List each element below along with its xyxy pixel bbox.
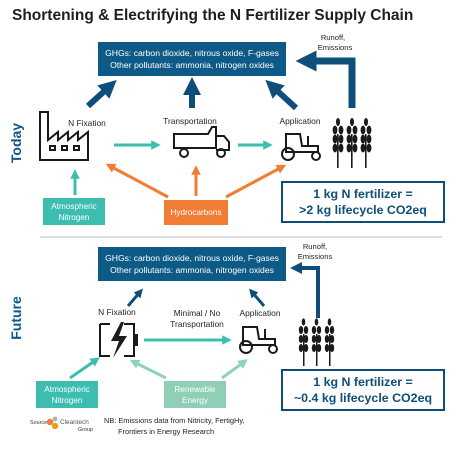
label-application-future: Application [240, 308, 281, 318]
arrow-atmospheric-to-nfix-future [69, 357, 100, 380]
arrow-runoff-to-ghg [295, 50, 356, 108]
arrow-runoff-to-ghg-future [290, 262, 320, 318]
ghg-box-future [98, 247, 286, 281]
label-application-today: Application [280, 116, 321, 126]
note-line2: Frontiers in Energy Research [118, 427, 214, 436]
page-title: Shortening & Electrifying the N Fertiliz… [12, 7, 413, 24]
section-label-future: Future [8, 296, 24, 340]
cleantech-logo-icon [46, 416, 59, 430]
battery-lightning-icon [99, 322, 138, 358]
hydrocarbons-label: Hydrocarbons [171, 208, 222, 217]
label-n-fixation-today: N Fixation [68, 118, 106, 128]
label-n-fixation-future: N Fixation [98, 307, 136, 317]
label-transport-future-2: Transportation [170, 319, 224, 329]
arrow-hydrocarbons-to-nfix [105, 163, 169, 199]
section-label-today: Today [8, 123, 24, 163]
factory-icon [39, 111, 89, 161]
result-box-future [281, 369, 445, 411]
logo-sub: Group [78, 427, 93, 433]
renewable-line1: Renewable [175, 385, 216, 394]
arrow-renewable-to-nfix [129, 359, 167, 380]
ghg-line2-future: Other pollutants: ammonia, nitrogen oxid… [110, 265, 274, 275]
atmospheric-line2-today: Nitrogen [59, 213, 90, 222]
runoff-label-future-1: Runoff, [303, 242, 327, 251]
ghg-line1-future: GHGs: carbon dioxide, nitrous oxide, F-g… [105, 253, 279, 263]
ghg-line2-today: Other pollutants: ammonia, nitrogen oxid… [110, 60, 274, 70]
logo-name: Cleantech [60, 419, 89, 426]
arrow-hydrocarbons-to-application [225, 164, 287, 199]
arrow-application-to-ghg-future [249, 288, 266, 307]
runoff-label-today-2: Emissions [318, 43, 353, 52]
runoff-label-future-2: Emissions [298, 252, 333, 261]
result-line1-future: 1 kg N fertilizer = [313, 375, 413, 389]
atmospheric-nitrogen-chip-future [36, 381, 98, 408]
result-line1-today: 1 kg N fertilizer = [313, 187, 413, 201]
tractor-icon-future [239, 326, 278, 354]
renewable-line2: Energy [182, 396, 209, 405]
tractor-icon [281, 133, 321, 161]
wheat-icon [332, 118, 372, 168]
atmospheric-line2-future: Nitrogen [52, 396, 83, 405]
wheat-icon-future [298, 318, 335, 366]
atmospheric-line1-today: Atmospheric [51, 202, 97, 211]
label-transportation-today: Transportation [163, 116, 217, 126]
arrow-nfix-to-ghg [85, 79, 117, 109]
ghg-line1-today: GHGs: carbon dioxide, nitrous oxide, F-g… [105, 48, 279, 58]
result-line2-future: ~0.4 kg lifecycle CO2eq [294, 391, 432, 405]
source-label: Source: [30, 420, 49, 426]
renewable-energy-chip [164, 381, 226, 408]
result-box-today [281, 181, 445, 223]
arrow-renewable-to-application [221, 359, 248, 380]
atmospheric-line1-future: Atmospheric [44, 385, 90, 394]
hydrocarbons-chip [164, 200, 228, 225]
note-line1: NB: Emissions data from Nitricity, Ferti… [104, 416, 245, 425]
arrow-nfix-to-ghg-future [126, 288, 143, 307]
truck-icon [173, 126, 230, 158]
atmospheric-nitrogen-chip-today [43, 198, 105, 225]
runoff-label-today-1: Runoff, [321, 33, 345, 42]
label-transport-future-1: Minimal / No [174, 308, 221, 318]
ghg-box-today [98, 42, 286, 76]
result-line2-today: >2 kg lifecycle CO2eq [299, 203, 427, 217]
arrow-application-to-ghg [265, 79, 299, 111]
